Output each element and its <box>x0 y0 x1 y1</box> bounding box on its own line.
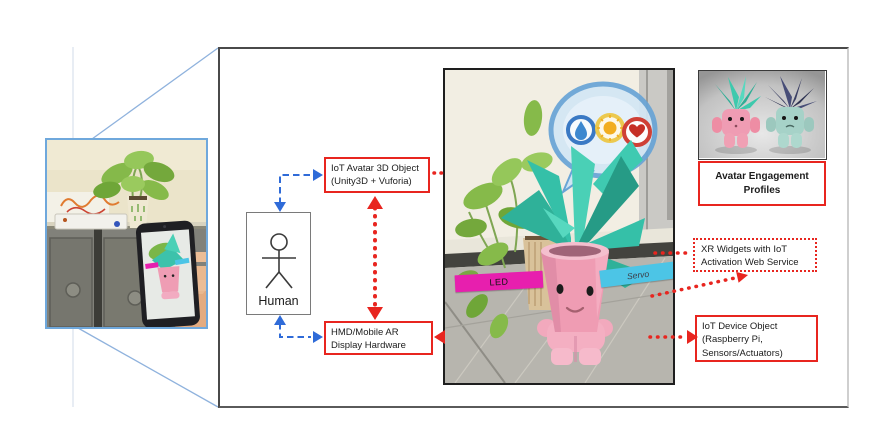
sad-avatar-profile <box>765 76 817 148</box>
avatar-eye <box>556 284 564 294</box>
context-photo <box>45 138 208 329</box>
node-avatar-engagement-profiles: Avatar Engagement Profiles <box>698 161 826 206</box>
node-line: (Raspberry Pi, <box>702 334 763 346</box>
node-line: Avatar Engagement <box>715 170 809 182</box>
water-drop-icon <box>566 115 596 145</box>
node-line: IoT Avatar 3D Object <box>331 163 419 174</box>
avatar-eye <box>586 286 594 296</box>
node-hmd-display-hardware: HMD/Mobile AR Display Hardware <box>324 321 433 355</box>
ar-avatar-pot <box>537 242 613 365</box>
node-line: HMD/Mobile AR <box>331 327 399 338</box>
heart-icon <box>622 117 652 147</box>
context-photo-scene <box>47 140 206 327</box>
node-iot-avatar-3d-object: IoT Avatar 3D Object (Unity3D + Vuforia) <box>324 157 430 193</box>
hand-holding-phone <box>135 220 206 327</box>
node-line: XR Widgets with IoT <box>701 244 788 255</box>
node-xr-widgets: XR Widgets with IoT Activation Web Servi… <box>693 238 817 272</box>
node-line: Display Hardware <box>331 340 406 352</box>
node-line: Sensors/Actuators) <box>702 347 783 359</box>
human-stick-figure-icon <box>261 232 296 289</box>
cabinet-handle <box>127 290 143 306</box>
avatar-profiles-image <box>698 70 827 160</box>
servo-widget-label: Servo <box>626 268 650 281</box>
ar-view-photo: LED Servo <box>443 68 675 385</box>
happy-avatar-profile <box>712 76 761 148</box>
human-label: Human <box>258 293 299 308</box>
node-line: (Unity3D + Vuforia) <box>331 176 412 188</box>
node-human: Human <box>246 212 311 315</box>
node-line: Activation Web Service <box>701 257 799 269</box>
led-widget-label: LED <box>489 276 509 287</box>
smartphone <box>135 220 200 327</box>
cabinet-handle <box>65 282 81 298</box>
sun-icon <box>595 113 625 143</box>
ar-scene <box>445 70 673 383</box>
avatar-smile <box>565 306 585 313</box>
node-iot-device-object: IoT Device Object (Raspberry Pi, Sensors… <box>695 315 818 362</box>
breadboard-electronics <box>54 194 128 230</box>
node-line: Profiles <box>743 184 781 196</box>
real-plant <box>93 150 175 228</box>
node-line: IoT Device Object <box>702 321 778 332</box>
